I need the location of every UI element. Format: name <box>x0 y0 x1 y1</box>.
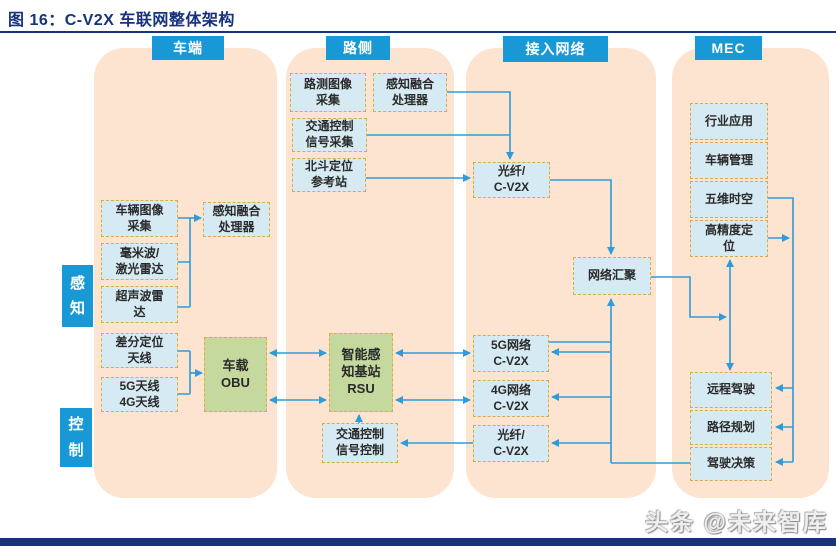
box-vehicle-fusion-processor: 感知融合 处理器 <box>203 202 270 237</box>
box-roadside-image-capture: 路测图像 采集 <box>290 73 366 112</box>
box-vehicle-obu: 车载 OBU <box>204 337 267 412</box>
box-fiber-cv2x-top: 光纤/ C-V2X <box>473 162 550 198</box>
box-traffic-signal-capture: 交通控制 信号采集 <box>292 118 367 152</box>
figure-title: 图 16：C-V2X 车联网整体架构 <box>8 12 235 29</box>
box-5g-4g-antenna: 5G天线 4G天线 <box>101 377 178 412</box>
header-vehicle: 车端 <box>152 36 224 60</box>
box-fiber-cv2x-bottom: 光纤/ C-V2X <box>473 425 549 462</box>
box-industry-application: 行业应用 <box>690 103 768 140</box>
box-network-aggregation: 网络汇聚 <box>573 257 651 295</box>
watermark: 头条 @未来智库 <box>645 509 828 535</box>
box-roadside-fusion-processor: 感知融合 处理器 <box>373 73 447 112</box>
bottom-bar <box>0 538 836 546</box>
box-traffic-signal-control: 交通控制 信号控制 <box>322 423 398 463</box>
box-differential-positioning-antenna: 差分定位 天线 <box>101 333 178 368</box>
box-4g-cv2x: 4G网络 C-V2X <box>473 380 549 417</box>
label-control: 控制 <box>60 408 92 467</box>
box-path-planning: 路径规划 <box>690 410 772 445</box>
box-ultrasonic-radar: 超声波雷 达 <box>101 286 178 323</box>
box-vehicle-management: 车辆管理 <box>690 142 768 179</box>
title-underline <box>0 31 836 33</box>
header-mec: MEC <box>695 36 762 60</box>
box-beidou-reference-station: 北斗定位 参考站 <box>292 158 366 192</box>
box-mmwave-lidar: 毫米波/ 激光雷达 <box>101 243 178 280</box>
header-roadside: 路侧 <box>326 36 390 60</box>
box-remote-driving: 远程驾驶 <box>690 372 772 408</box>
box-smart-rsu: 智能感 知基站 RSU <box>329 333 393 412</box>
box-driving-decision: 驾驶决策 <box>690 447 772 481</box>
box-high-precision-positioning: 高精度定 位 <box>690 220 768 257</box>
label-perception: 感知 <box>62 265 93 327</box>
box-vehicle-image-capture: 车辆图像 采集 <box>101 200 178 237</box>
box-5g-cv2x: 5G网络 C-V2X <box>473 335 549 372</box>
box-5d-spacetime: 五维时空 <box>690 181 768 218</box>
header-access-network: 接入网络 <box>503 36 608 62</box>
